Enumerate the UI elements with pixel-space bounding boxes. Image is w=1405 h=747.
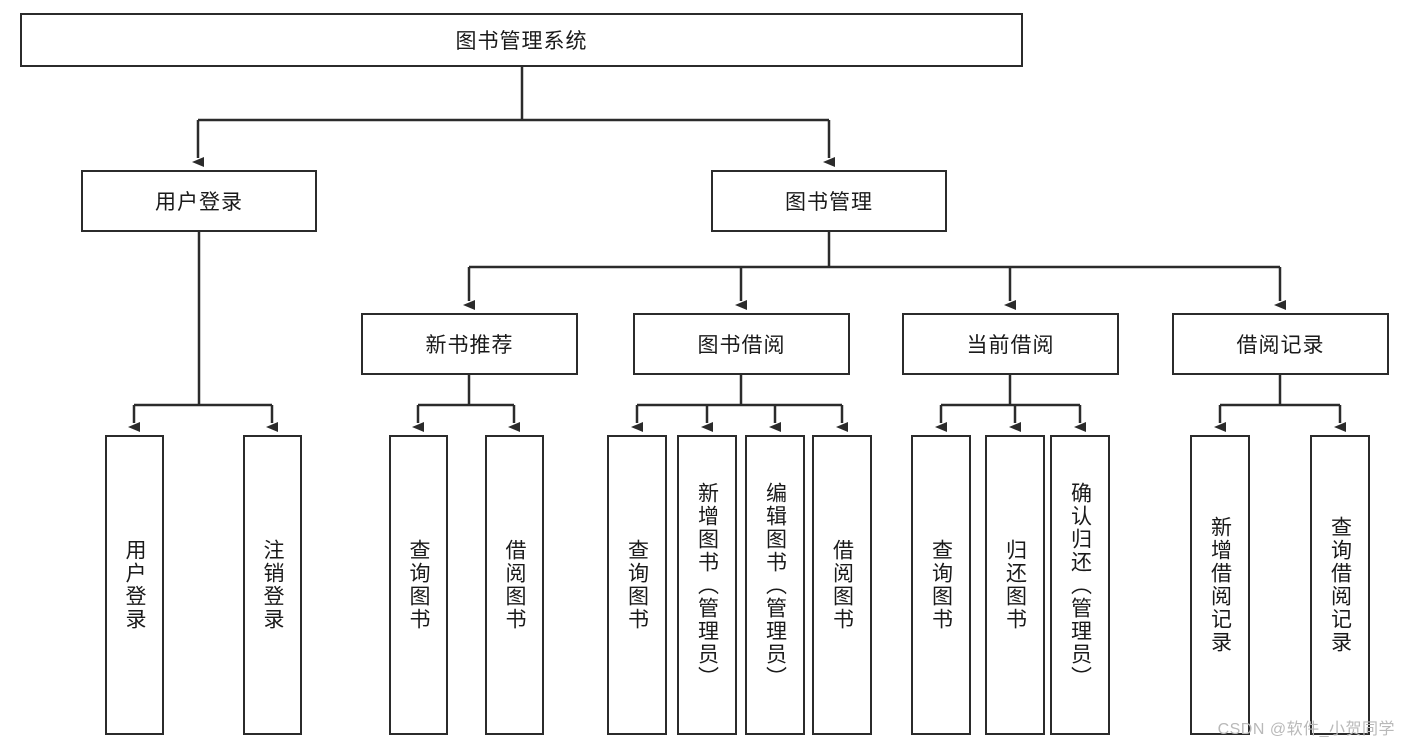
node-root-label: 图书管理系统 [455,30,588,53]
node-leaf-confirm-return-admin[interactable]: 确认归还（管理员） [1050,435,1110,735]
node-level2-current-borrow-label: 当前借阅 [966,334,1055,357]
node-leaf-borrow-book-label: 借阅图书 [830,539,854,631]
node-root[interactable]: 图书管理系统 [20,13,1023,67]
node-level2-new-book-recommend-label: 新书推荐 [425,334,514,357]
node-leaf-edit-book-admin-label: 编辑图书（管理员） [763,481,787,689]
node-level2-borrow-record[interactable]: 借阅记录 [1172,313,1389,375]
node-level1-user-login[interactable]: 用户登录 [81,170,317,232]
node-level2-borrow-record-label: 借阅记录 [1236,334,1325,357]
node-leaf-borrow-query-book[interactable]: 查询图书 [607,435,667,735]
node-level1-user-login-label: 用户登录 [155,191,243,214]
node-level2-new-book-recommend[interactable]: 新书推荐 [361,313,578,375]
node-level2-book-borrow[interactable]: 图书借阅 [633,313,850,375]
node-leaf-borrow-query-book-label: 查询图书 [625,539,649,631]
node-leaf-user-login-label: 用户登录 [123,539,146,631]
node-level1-book-management[interactable]: 图书管理 [711,170,947,232]
node-level1-book-management-label: 图书管理 [785,191,873,214]
node-leaf-current-query-book-label: 查询图书 [929,539,953,631]
node-level2-current-borrow[interactable]: 当前借阅 [902,313,1119,375]
node-leaf-query-borrow-record-label: 查询借阅记录 [1328,516,1352,654]
node-leaf-add-book-admin[interactable]: 新增图书（管理员） [677,435,737,735]
node-leaf-add-book-admin-label: 新增图书（管理员） [695,481,719,689]
node-leaf-confirm-return-admin-label: 确认归还（管理员） [1068,481,1092,689]
node-leaf-recommend-borrow-book[interactable]: 借阅图书 [485,435,544,735]
node-leaf-edit-book-admin[interactable]: 编辑图书（管理员） [745,435,805,735]
node-leaf-query-borrow-record[interactable]: 查询借阅记录 [1310,435,1370,735]
node-leaf-return-book[interactable]: 归还图书 [985,435,1045,735]
csdn-watermark: CSDN @软件_小贺同学 [1217,721,1395,738]
node-leaf-borrow-book[interactable]: 借阅图书 [812,435,872,735]
node-leaf-recommend-borrow-book-label: 借阅图书 [503,539,526,631]
node-leaf-return-book-label: 归还图书 [1003,539,1027,631]
node-level2-book-borrow-label: 图书借阅 [697,334,786,357]
node-leaf-logout[interactable]: 注销登录 [243,435,302,735]
node-leaf-add-borrow-record-label: 新增借阅记录 [1208,516,1232,654]
node-leaf-logout-label: 注销登录 [261,539,284,631]
node-leaf-user-login[interactable]: 用户登录 [105,435,164,735]
node-leaf-recommend-query-book-label: 查询图书 [407,539,430,631]
node-leaf-recommend-query-book[interactable]: 查询图书 [389,435,448,735]
node-leaf-add-borrow-record[interactable]: 新增借阅记录 [1190,435,1250,735]
node-leaf-current-query-book[interactable]: 查询图书 [911,435,971,735]
